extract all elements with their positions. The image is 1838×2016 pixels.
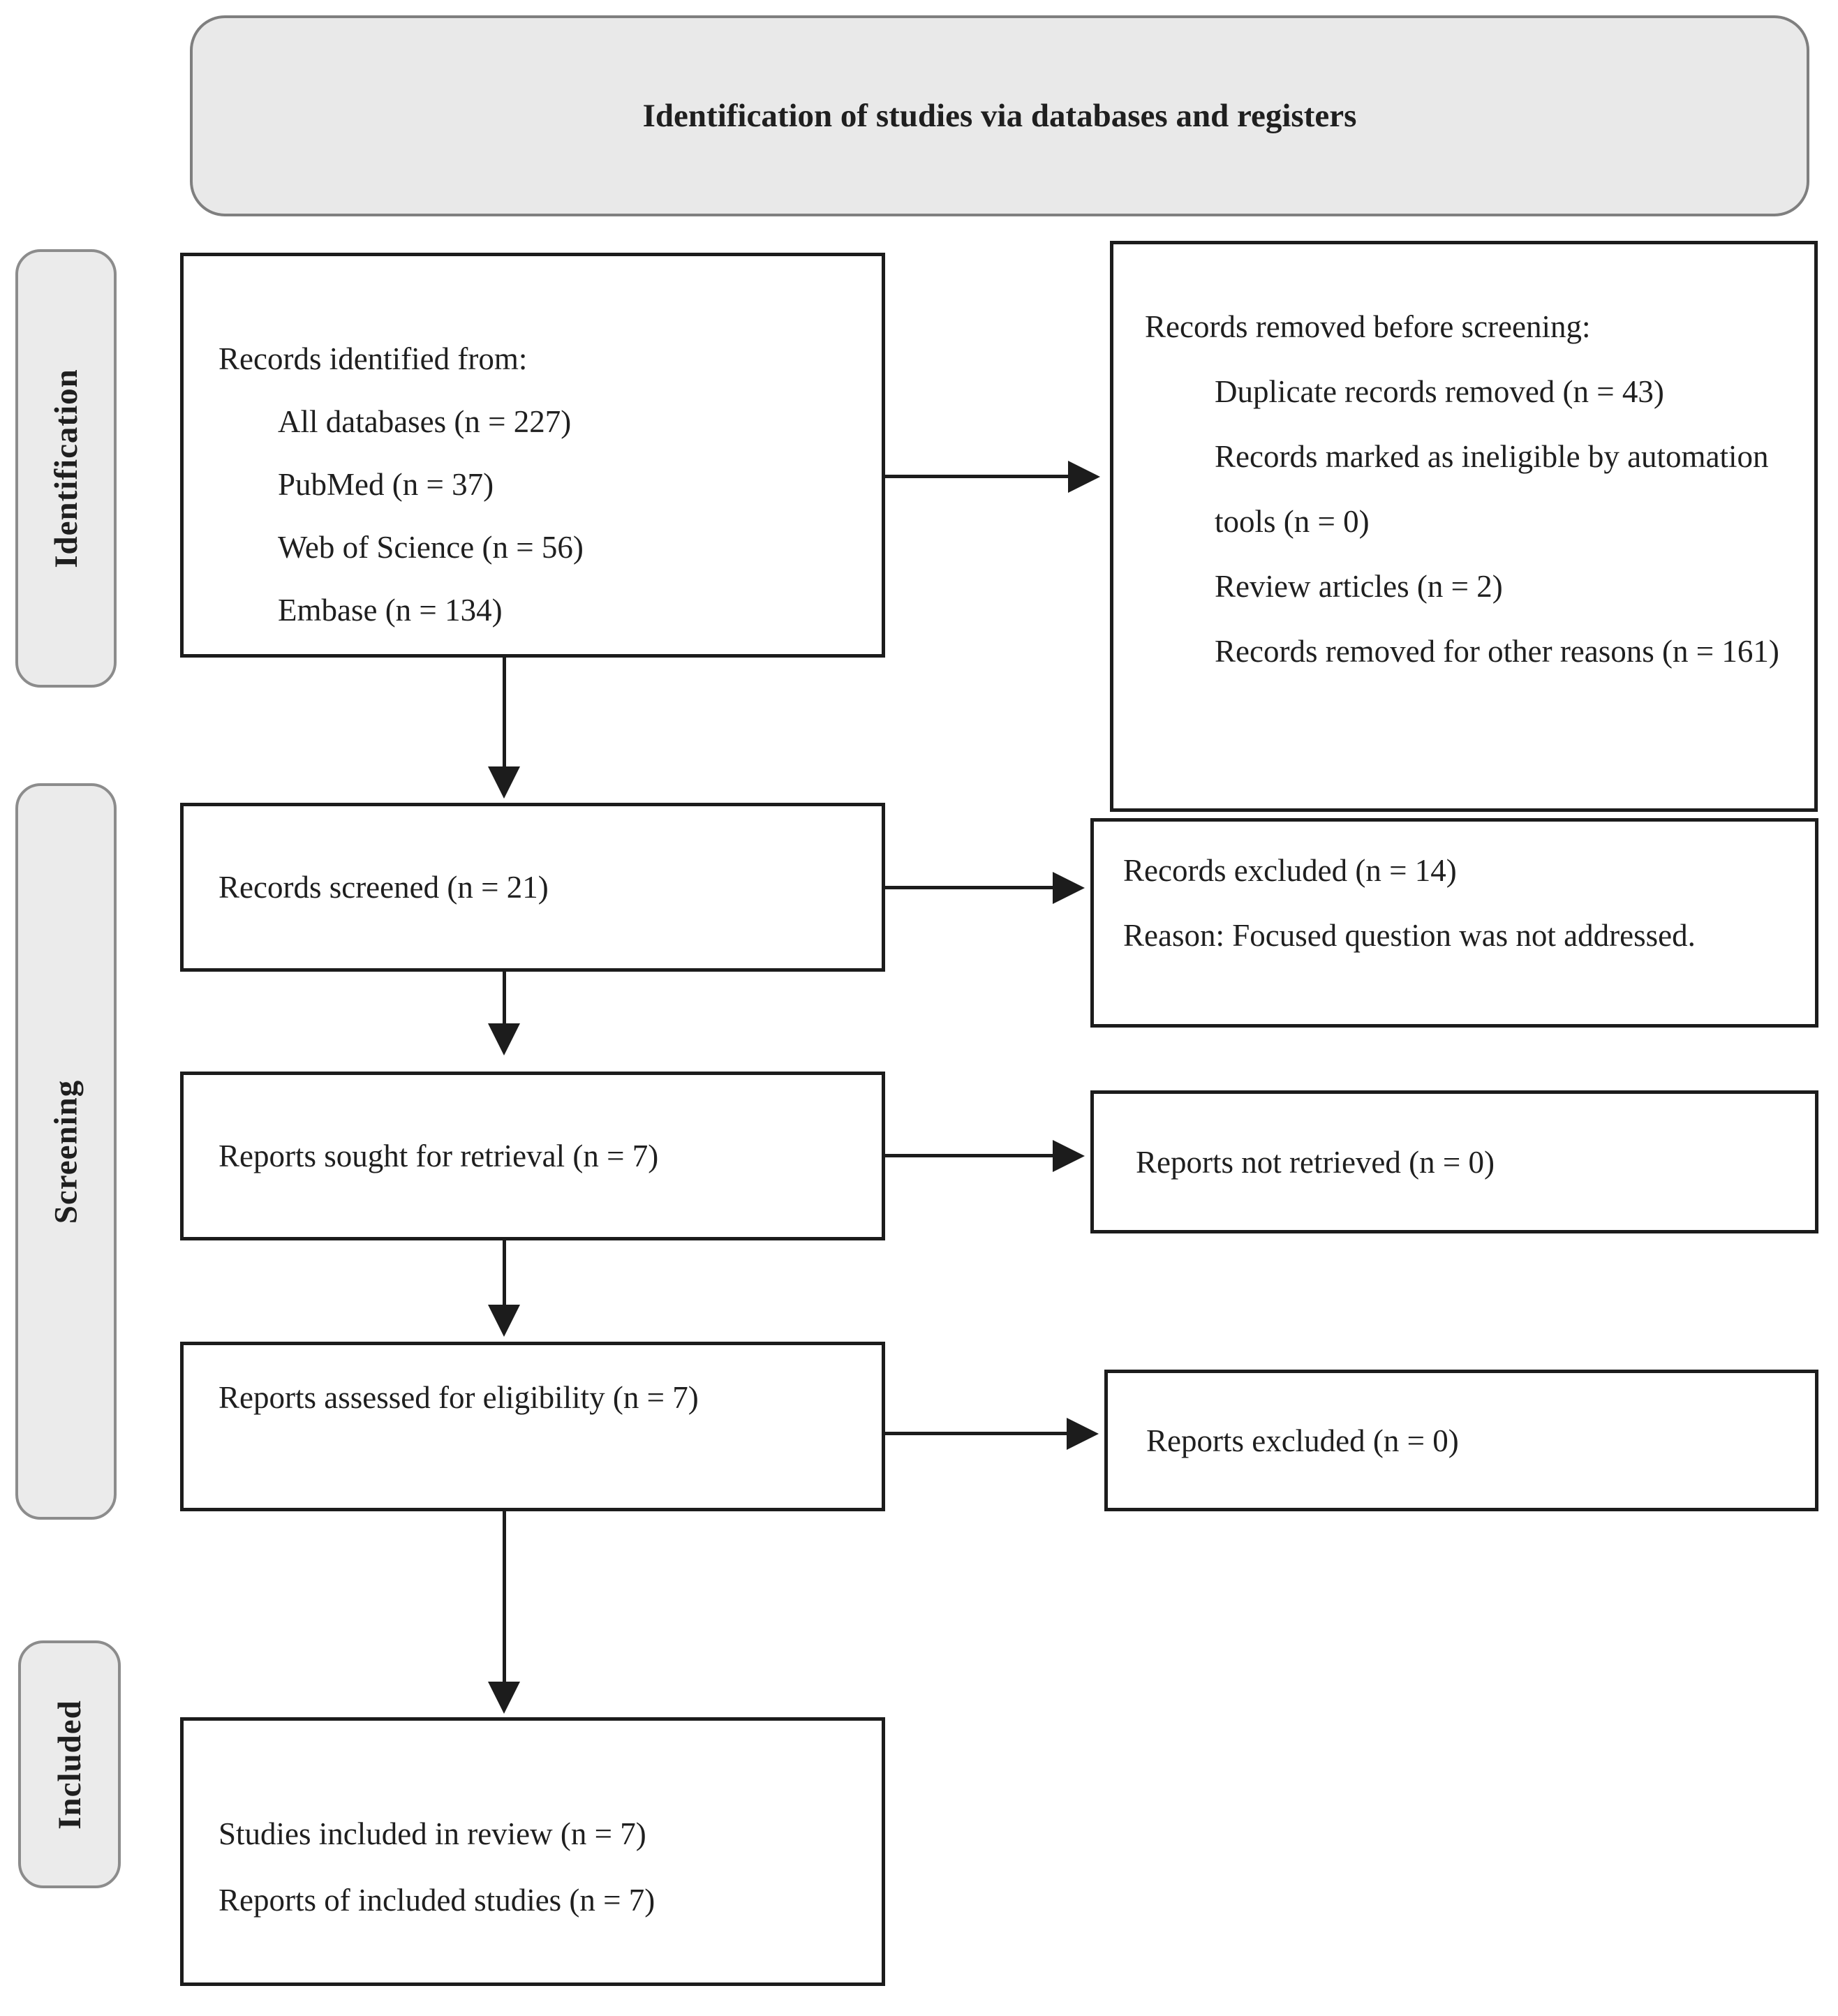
stage-label-identification: Identification — [47, 369, 84, 568]
box-records-removed: Records removed before screening: Duplic… — [1110, 241, 1818, 812]
records-identified-item: PubMed (n = 37) — [278, 467, 494, 502]
stage-band-screening: Screening — [15, 783, 117, 1520]
reports-assessed-text: Reports assessed for eligibility (n = 7) — [218, 1380, 699, 1415]
box-records-excluded: Records excluded (n = 14) Reason: Focuse… — [1090, 818, 1818, 1028]
diagram-title-box: Identification of studies via databases … — [190, 15, 1809, 216]
box-records-screened: Records screened (n = 21) — [180, 803, 885, 972]
studies-included-line2: Reports of included studies (n = 7) — [218, 1883, 655, 1918]
reports-sought-text: Reports sought for retrieval (n = 7) — [218, 1139, 659, 1173]
box-records-identified: Records identified from: All databases (… — [180, 253, 885, 658]
stage-label-included: Included — [51, 1699, 88, 1830]
records-removed-item: Review articles (n = 2) — [1215, 569, 1503, 604]
records-identified-item: All databases (n = 227) — [278, 404, 572, 439]
box-reports-sought: Reports sought for retrieval (n = 7) — [180, 1072, 885, 1240]
stage-band-included: Included — [18, 1640, 121, 1888]
reports-excluded-text: Reports excluded (n = 0) — [1146, 1423, 1459, 1458]
reports-not-retrieved-text: Reports not retrieved (n = 0) — [1136, 1144, 1495, 1180]
records-excluded-line2: Reason: Focused question was not address… — [1123, 918, 1696, 953]
records-screened-text: Records screened (n = 21) — [218, 870, 549, 905]
records-identified-item: Embase (n = 134) — [278, 593, 503, 628]
records-identified-intro: Records identified from: — [218, 341, 528, 376]
box-reports-excluded: Reports excluded (n = 0) — [1104, 1370, 1818, 1511]
records-removed-intro: Records removed before screening: — [1145, 309, 1591, 344]
records-removed-item: Duplicate records removed (n = 43) — [1215, 374, 1664, 409]
stage-band-identification: Identification — [15, 249, 117, 688]
box-reports-not-retrieved: Reports not retrieved (n = 0) — [1090, 1090, 1818, 1233]
box-reports-assessed: Reports assessed for eligibility (n = 7) — [180, 1342, 885, 1511]
stage-label-screening: Screening — [47, 1079, 84, 1224]
box-studies-included: Studies included in review (n = 7) Repor… — [180, 1717, 885, 1986]
records-identified-item: Web of Science (n = 56) — [278, 530, 584, 565]
records-excluded-line1: Records excluded (n = 14) — [1123, 853, 1457, 888]
records-removed-item: Records marked as ineligible by automati… — [1215, 439, 1769, 539]
diagram-title: Identification of studies via databases … — [642, 98, 1357, 134]
studies-included-line1: Studies included in review (n = 7) — [218, 1816, 646, 1851]
records-removed-item: Records removed for other reasons (n = 1… — [1215, 634, 1779, 669]
